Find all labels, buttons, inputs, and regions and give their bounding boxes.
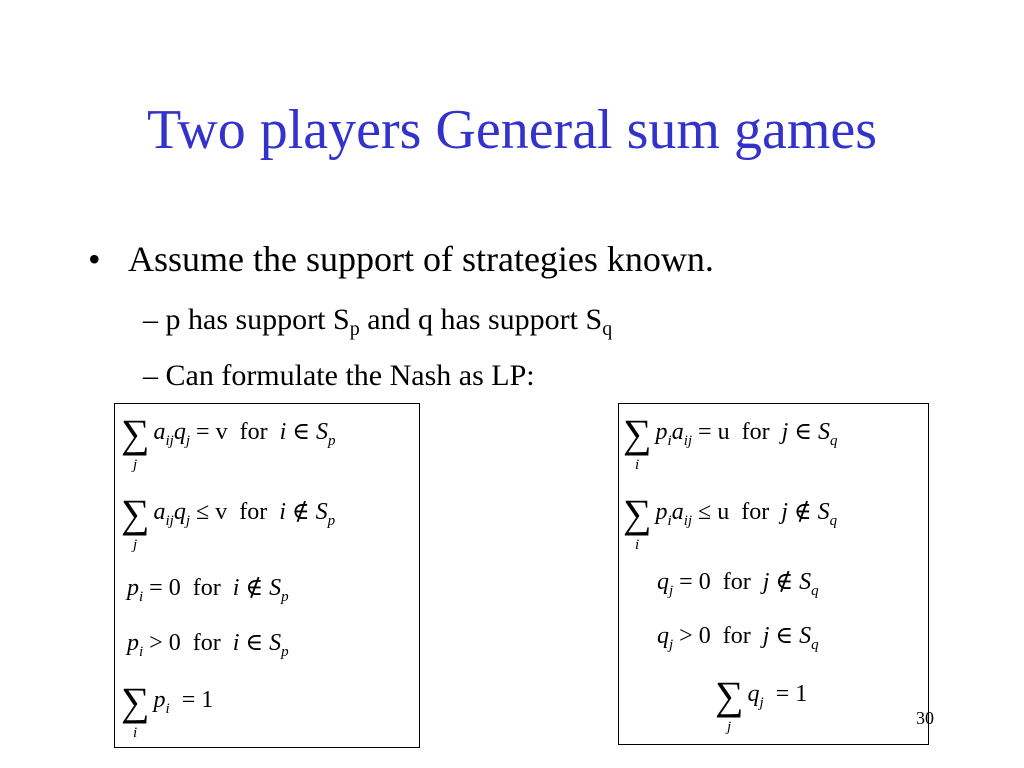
var-p: p xyxy=(127,575,139,601)
sum-symbol: ∑i xyxy=(121,679,150,741)
condition: i ∉ S xyxy=(279,499,328,525)
for-text: for xyxy=(722,569,751,595)
sub-j: j xyxy=(759,695,764,711)
sub-ij: ij xyxy=(683,433,693,449)
var-q: q xyxy=(657,569,669,595)
bullet-marker: • xyxy=(88,239,101,279)
relation: = 0 xyxy=(679,569,711,595)
sum-index: j xyxy=(133,457,138,473)
var-p: p xyxy=(127,630,139,656)
sub-i: i xyxy=(165,701,170,717)
condition: j ∉ S xyxy=(781,499,830,525)
sub-j: j xyxy=(185,513,191,529)
sub-i: i xyxy=(139,644,144,660)
sub-i: i xyxy=(139,589,144,605)
sub-ij: ij xyxy=(165,433,174,449)
relation: ≤ v xyxy=(196,499,228,525)
sum-symbol: ∑j xyxy=(121,411,150,473)
var-a: a xyxy=(153,499,166,525)
var-p: p xyxy=(655,499,668,525)
for-text: for xyxy=(239,419,268,445)
condition-sub: q xyxy=(811,583,819,599)
sum-symbol: ∑j xyxy=(715,673,744,735)
var-p: p xyxy=(655,419,668,445)
sub-bullet-support-text-2: and q has support S xyxy=(359,303,603,336)
condition-sub: q xyxy=(829,513,838,529)
sum-symbol: ∑j xyxy=(121,491,150,553)
condition: j ∈ S xyxy=(781,419,830,445)
sub-bullet-support: – p has support Sp and q has support Sq xyxy=(143,302,613,340)
sub-j: j xyxy=(669,637,674,653)
var-a: a xyxy=(153,419,166,445)
relation: ≤ u xyxy=(698,499,730,525)
sub-j: j xyxy=(185,433,191,449)
condition-sub: p xyxy=(327,513,336,529)
var-a: a xyxy=(671,499,684,525)
sum-symbol: ∑i xyxy=(623,411,652,473)
sum-symbol: ∑i xyxy=(623,491,652,553)
page-number: 30 xyxy=(916,708,934,728)
sum-index: i xyxy=(635,537,640,553)
relation: > 0 xyxy=(149,630,181,656)
sum-index: j xyxy=(133,537,138,553)
for-text: for xyxy=(239,499,268,525)
sum-index: j xyxy=(727,719,732,735)
relation: = v xyxy=(196,419,228,445)
for-text: for xyxy=(192,630,221,656)
subscript-q: q xyxy=(602,318,613,340)
relation: = 0 xyxy=(149,575,181,601)
relation: = 1 xyxy=(775,681,808,707)
for-text: for xyxy=(741,419,770,445)
condition-sub: p xyxy=(281,589,289,605)
for-text: for xyxy=(722,623,751,649)
sub-i: i xyxy=(667,513,672,529)
condition-sub: q xyxy=(830,433,838,449)
var-q: q xyxy=(173,499,186,525)
sub-i: i xyxy=(667,433,672,449)
condition-sub: p xyxy=(328,433,336,449)
bullet-text: Assume the support of strategies known. xyxy=(128,239,714,279)
condition: j ∉ S xyxy=(762,569,812,595)
sum-index: i xyxy=(133,725,138,741)
condition-sub: q xyxy=(811,637,819,653)
var-q: q xyxy=(747,681,760,707)
var-q: q xyxy=(173,419,186,445)
condition-sub: p xyxy=(281,644,289,660)
slide-title: Two players General sum games xyxy=(146,99,878,161)
sub-bullet-support-text-1: – p has support S xyxy=(143,303,350,336)
bullet-item: • Assume the support of strategies known. xyxy=(88,237,714,281)
sub-ij: ij xyxy=(165,513,174,529)
sub-ij: ij xyxy=(683,513,693,529)
sub-j: j xyxy=(669,583,674,599)
condition: i ∈ S xyxy=(279,419,328,445)
relation: = 1 xyxy=(181,687,214,713)
var-p: p xyxy=(153,687,166,713)
sum-index: i xyxy=(635,457,640,473)
condition: j ∈ S xyxy=(762,623,812,649)
sub-bullet-formulate: – Can formulate the Nash as LP: xyxy=(143,359,535,392)
subscript-p: p xyxy=(349,318,360,340)
for-text: for xyxy=(741,499,770,525)
relation: > 0 xyxy=(679,623,711,649)
var-a: a xyxy=(671,419,684,445)
condition: i ∉ S xyxy=(232,575,282,601)
var-q: q xyxy=(657,623,669,649)
relation: = u xyxy=(698,419,730,445)
condition: i ∈ S xyxy=(232,630,282,656)
for-text: for xyxy=(192,575,221,601)
